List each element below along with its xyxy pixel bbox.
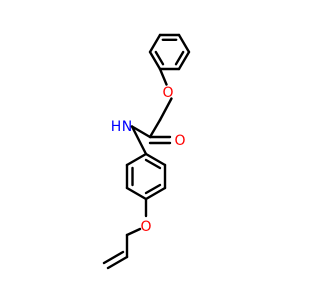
chemical-structure-diagram: O O N H O (102, 33, 191, 270)
carbonyl-oxygen-label: O (174, 133, 185, 149)
atom-labels: O O N H O (111, 85, 186, 235)
bond-ring-bottom (125, 152, 148, 167)
bond-ring-to-oxygen (158, 67, 168, 86)
bond-ring-bottom (125, 186, 148, 201)
amide-nitrogen-label: N (122, 119, 132, 135)
bond-ring-top (177, 50, 191, 71)
ether-oxygen-bottom-label: O (140, 219, 151, 235)
bond-ring-top (177, 33, 191, 54)
bond-lower-oxygen-to-ch2 (125, 227, 142, 237)
ether-oxygen-top-label: O (162, 85, 173, 101)
allyloxy-tail (102, 197, 148, 270)
bond-ring-bottom (144, 186, 167, 201)
bond-ring-top (148, 50, 162, 71)
bond-alkene-double (102, 250, 125, 265)
bond-ch2-to-carbonyl-carbon (148, 118, 162, 139)
bond-nitrogen-to-lower-ring (130, 125, 148, 156)
aromatic-double-bond-top (174, 50, 185, 66)
aromatic-double-bond-top (154, 50, 165, 66)
phenyl-ring-bottom (125, 152, 167, 201)
bond-oxygen-to-ch2 (158, 97, 173, 122)
bond-ring-top (148, 33, 162, 54)
phenoxy-acetamide-linker (130, 67, 173, 156)
bond-ring-bottom (144, 152, 167, 167)
bond-alkene-single (106, 255, 129, 270)
aromatic-double-bond-bottom (144, 183, 162, 195)
amide-hydrogen-label: H (111, 119, 122, 135)
phenyl-ring-top (148, 33, 191, 71)
aromatic-double-bond-bottom (144, 158, 162, 170)
bond-carbonyl-carbon-to-nitrogen (130, 125, 152, 139)
structure-canvas: O O N H O (102, 33, 191, 270)
